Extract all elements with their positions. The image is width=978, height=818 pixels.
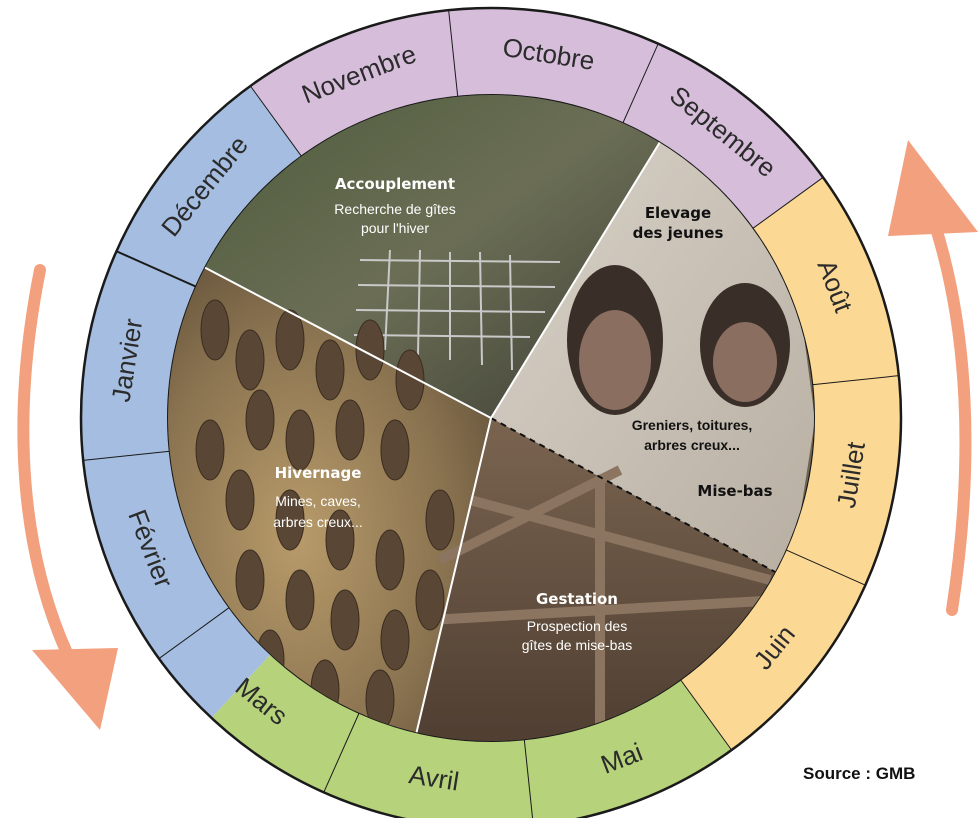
hivernage-title: Hivernage: [275, 464, 362, 482]
hibernating-bat-shape: [316, 340, 344, 400]
accouplement-title: Accouplement: [335, 175, 455, 193]
hibernating-bat-shape: [381, 420, 409, 480]
hibernating-bat-shape: [376, 530, 404, 590]
hibernating-bat-shape: [381, 610, 409, 670]
accouplement-sub-1: Recherche de gîtes: [334, 201, 455, 217]
gestation-label-group: Gestation Prospection des gîtes de mise-…: [522, 590, 633, 653]
elevage-sub-2: arbres creux...: [644, 437, 740, 453]
hibernating-bat-shape: [276, 310, 304, 370]
hivernage-sub-2: arbres creux...: [273, 514, 362, 530]
hibernating-bat-shape: [286, 410, 314, 470]
mise-bas-label: Mise-bas: [697, 482, 772, 500]
hibernating-bat-shape: [331, 590, 359, 650]
gestation-sub-1: Prospection des: [527, 618, 627, 634]
elevage-title-2: des jeunes: [633, 224, 724, 242]
hibernating-bat-shape: [246, 390, 274, 450]
hibernating-bat-shape: [226, 470, 254, 530]
hibernating-bat-shape: [336, 400, 364, 460]
hivernage-label-group: Hivernage Mines, caves, arbres creux...: [273, 464, 362, 530]
hibernating-bat-shape: [286, 570, 314, 630]
gestation-title: Gestation: [536, 590, 618, 608]
hibernating-bat-shape: [416, 570, 444, 630]
hibernating-bat-shape: [236, 550, 264, 610]
right-cycle-arrow: [888, 140, 978, 610]
source-credit: Source : GMB: [803, 764, 915, 784]
hibernating-bat-shape: [201, 300, 229, 360]
hibernating-bat-shape: [236, 330, 264, 390]
elevage-title-1: Elevage: [645, 204, 711, 222]
hivernage-sub-1: Mines, caves,: [275, 493, 361, 509]
elevage-sub-1: Greniers, toitures,: [632, 417, 753, 433]
accouplement-sub-2: pour l'hiver: [361, 220, 429, 236]
hibernating-bat-shape: [196, 420, 224, 480]
hibernating-bat-shape: [426, 490, 454, 550]
gestation-sub-2: gîtes de mise-bas: [522, 637, 633, 653]
